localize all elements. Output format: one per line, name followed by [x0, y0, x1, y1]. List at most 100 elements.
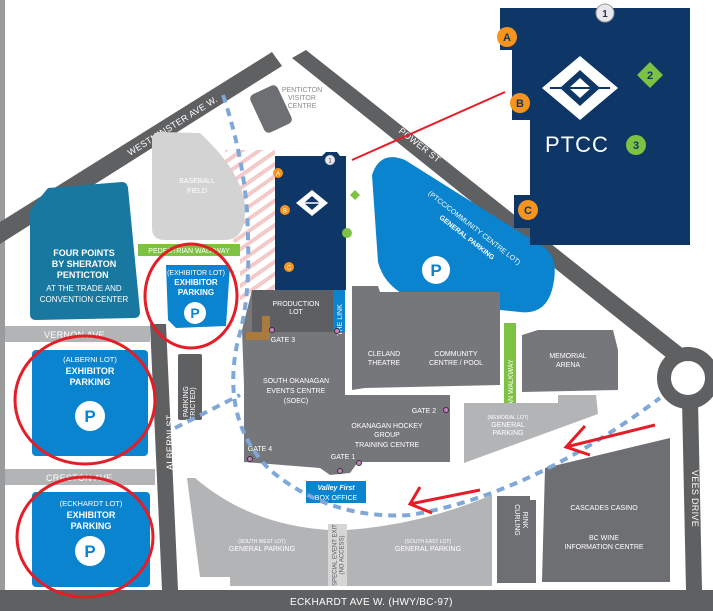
ptcc-logo-icon: [296, 190, 328, 216]
soec-building: [242, 290, 450, 475]
special-event-exit: [328, 524, 347, 586]
marker-1-small-text: 1: [328, 159, 332, 165]
gate-1-label: GATE 1: [331, 454, 355, 461]
marker-1: [595, 3, 615, 23]
eckhardt-label: ECKHARDT AVE W. (HWY/BC-97): [290, 597, 453, 608]
arrow-icon: [407, 486, 481, 515]
parking-icon-letter: P: [430, 261, 441, 280]
vees-parking: [178, 354, 202, 420]
gate-1b-marker: [337, 468, 343, 474]
gate-4-label: GATE 4: [248, 446, 272, 453]
curling-label: CURLINGRINK: [513, 504, 528, 536]
gate-link-marker: [334, 328, 340, 334]
parking-icon: [75, 536, 105, 566]
visitor-centre-building: [250, 85, 292, 133]
highlight-circle-exhibitor-lot: [143, 242, 239, 350]
power-st-road: [292, 50, 685, 362]
marker-c-small: [284, 262, 294, 272]
memorial-lot[interactable]: [464, 395, 598, 463]
walking-path: [221, 94, 662, 518]
marker-a-text: A: [503, 32, 511, 44]
sw-lot-label: (SOUTH WEST LOT)GENERAL PARKING: [229, 539, 295, 553]
marker-3: [626, 135, 646, 155]
marker-2-small: [350, 190, 360, 200]
marker-1-text: 1: [602, 9, 608, 20]
gate-4-marker: [247, 456, 253, 462]
walking-path-branch: [174, 393, 241, 430]
marker-a-small: [273, 168, 283, 178]
arrow-icon: [563, 423, 656, 457]
casino-label: CASCADES CASINO: [570, 505, 638, 512]
ptcc-inset: [500, 8, 690, 245]
marker-b: [510, 93, 530, 113]
parking-icon-letter: P: [84, 542, 95, 561]
memorial-arena: [522, 330, 618, 392]
south-east-lot[interactable]: [347, 495, 492, 586]
gate-1-marker: [356, 460, 362, 466]
marker-2-text: 2: [647, 70, 653, 82]
marker-1-small: [324, 154, 336, 166]
roundabout: [657, 347, 713, 409]
alberni-road: [150, 324, 178, 590]
box-office-label: BOX OFFICE: [315, 495, 358, 502]
vernon-road: [5, 326, 150, 342]
red-annotations: [13, 242, 656, 599]
the-link-label: THE LINK: [337, 304, 344, 336]
gate-markers: [247, 327, 449, 474]
marker-b-small: [280, 205, 290, 215]
marker-3-small: [342, 228, 352, 238]
ptcc-building: [275, 152, 346, 290]
south-west-lot[interactable]: [187, 478, 328, 586]
highlight-circle-alberni-lot: [13, 334, 157, 466]
vernon-label: VERNON AVE: [44, 330, 105, 340]
ptcc-label: PTCC: [545, 132, 609, 157]
parking-icon: [422, 256, 450, 284]
marker-c-text: C: [524, 205, 532, 217]
marker-a: [497, 27, 517, 47]
se-lot-label: (SOUTH EAST LOT)GENERAL PARKING: [395, 539, 461, 553]
alberni-label: ALBERNI ST: [165, 414, 175, 470]
community-centre-lot[interactable]: [372, 157, 555, 313]
gate-2-marker: [443, 407, 449, 413]
curling-rink: [497, 496, 536, 583]
marker-c-small-text: C: [287, 266, 292, 272]
left-edge-road: [0, 0, 5, 611]
pedestrian-walkway-vertical: [504, 323, 516, 403]
loading-area: [246, 316, 270, 340]
ptcc-logo-icon: [542, 56, 618, 120]
marker-2: [637, 62, 663, 88]
parking-icon-letter: P: [190, 305, 199, 321]
marker-b-text: B: [516, 98, 524, 110]
gate-3-marker: [269, 327, 275, 333]
special-exit-label: SPECIAL EVENT EXIT(NO ACCESS): [333, 524, 346, 586]
baseball-field: [152, 132, 245, 240]
marker-b-small-text: B: [283, 209, 287, 215]
vees-label: VEES DRIVE: [690, 470, 700, 527]
marker-a-small-text: A: [276, 172, 280, 178]
eckhardt-road: [0, 590, 713, 611]
highlight-circle-eckhardt-lot: [15, 475, 155, 599]
inset-connector-line: [351, 91, 506, 161]
pedestrian-walkway-label: PEDESTRIAN WALKWAY: [148, 248, 230, 255]
marker-c: [518, 200, 538, 220]
box-office[interactable]: [306, 481, 366, 503]
exhibitor-lot[interactable]: [166, 265, 230, 328]
vees-drive-road: [682, 400, 702, 590]
four-points-hotel: [30, 182, 140, 320]
cleland-community-building: [352, 286, 500, 390]
parking-icon: [75, 401, 105, 431]
